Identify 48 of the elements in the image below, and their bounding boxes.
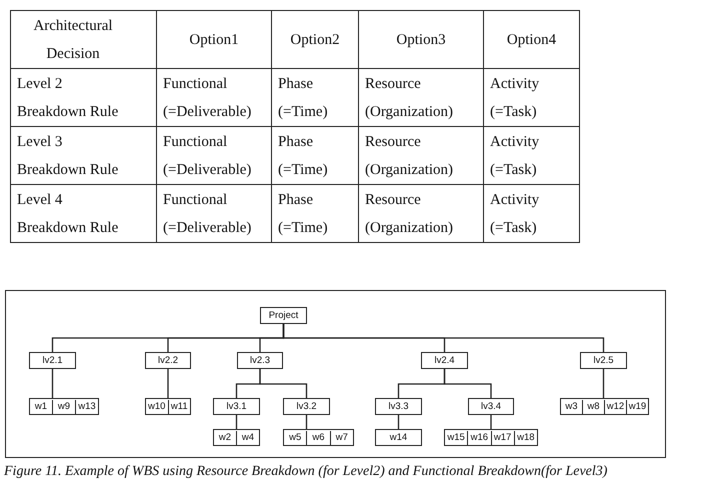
connector-line <box>167 369 169 398</box>
table-cell: Resource (Organization) <box>358 126 484 184</box>
connector-line <box>444 369 492 398</box>
header-cell: Architectural Decision <box>10 10 156 68</box>
table-cell: Activity (=Task) <box>484 68 580 126</box>
connector-line <box>282 324 604 352</box>
wbs-box: lv3.2 <box>283 398 330 415</box>
wbs-box: w1 w9 w13 <box>29 398 99 415</box>
wbs-box: lv3.1 <box>213 398 260 415</box>
wbs-box: Project <box>260 307 307 324</box>
table-cell: Phase (=Time) <box>272 184 358 242</box>
table-cell: Functional (=Deliverable) <box>156 68 272 126</box>
wbs-box: w10 w11 <box>145 398 191 415</box>
table-cell: Activity (=Task) <box>484 184 580 242</box>
wbs-box: w2 w4 <box>213 429 260 446</box>
wbs-box: w14 <box>375 429 422 446</box>
table-cell: Level 2 Breakdown Rule <box>10 68 156 126</box>
wbs-box: lv3.4 <box>468 398 514 415</box>
wbs-box: w3 w8 w12 w19 <box>560 398 649 415</box>
table-cell: Activity (=Task) <box>484 126 580 184</box>
table-cell: Functional (=Deliverable) <box>156 126 272 184</box>
wbs-box: lv2.5 <box>580 352 627 369</box>
wbs-box: lv2.3 <box>237 352 283 369</box>
table-cell: Phase (=Time) <box>272 68 358 126</box>
wbs-box: lv2.4 <box>421 352 468 369</box>
wbs-box: w15 w16 w17 w18 <box>444 429 538 446</box>
header-cell: Option1 <box>156 10 272 68</box>
wbs-box: lv2.2 <box>145 352 191 369</box>
connector-line <box>602 369 604 398</box>
connector-line <box>398 415 400 429</box>
connector-line <box>236 415 238 429</box>
header-cell: Option4 <box>484 10 580 68</box>
table-cell: Resource (Organization) <box>358 68 484 126</box>
wbs-box: w5 w6 w7 <box>283 429 354 446</box>
figure-caption: Figure 11. Example of WBS using Resource Breakdown (for Level2) and Functional Breakdown(for Level3) <box>4 464 608 480</box>
table-cell: Phase (=Time) <box>272 126 358 184</box>
header-cell: Option2 <box>272 10 358 68</box>
table-cell: Level 3 Breakdown Rule <box>10 126 156 184</box>
header-cell: Option3 <box>358 10 484 68</box>
connector-line <box>490 415 492 429</box>
table-cell: Resource (Organization) <box>358 184 484 242</box>
connector-line <box>259 369 308 398</box>
table-cell: Level 4 Breakdown Rule <box>10 184 156 242</box>
wbs-box: lv3.3 <box>375 398 422 415</box>
connector-line <box>306 415 308 429</box>
connector-line <box>52 369 54 398</box>
wbs-box: lv2.1 <box>29 352 76 369</box>
table-cell: Functional (=Deliverable) <box>156 184 272 242</box>
